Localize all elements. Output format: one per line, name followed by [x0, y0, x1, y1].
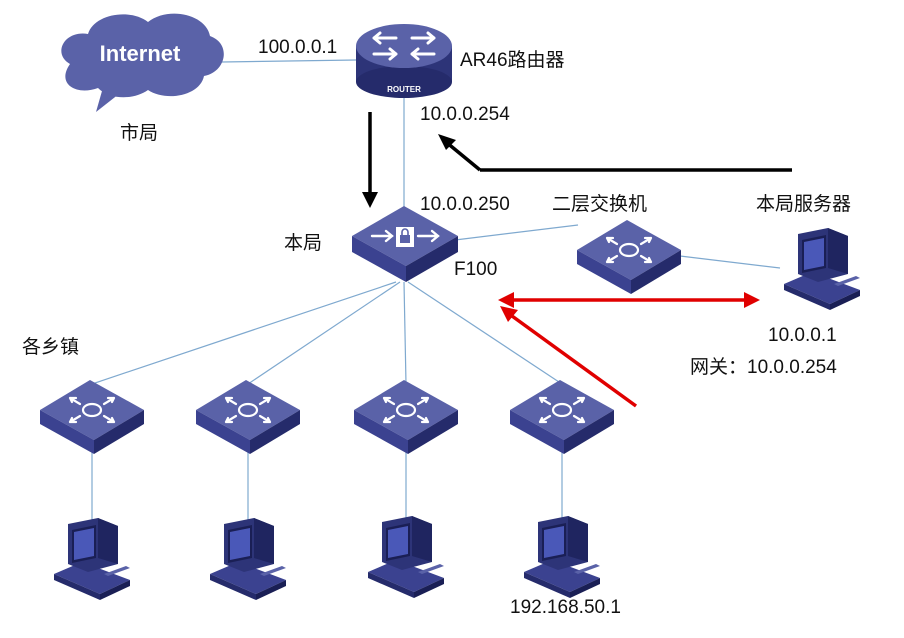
black-arrow-icon	[438, 134, 792, 172]
town-switch-icon	[508, 378, 616, 456]
router-icon: ROUTER	[356, 24, 452, 98]
red-arrow-icon	[498, 292, 760, 308]
router-name: AR46路由器	[460, 49, 565, 71]
towns-caption: 各乡镇	[22, 336, 79, 358]
router-badge: ROUTER	[387, 85, 421, 94]
firewall-ip: 10.0.0.250	[420, 194, 510, 215]
link-firewall-switch	[454, 224, 579, 241]
router-lan-ip: 10.0.0.254	[420, 104, 510, 125]
red-arrow-icon	[500, 306, 638, 408]
town-pc4-ip: 192.168.50.1	[510, 597, 621, 618]
town-switch-icon	[194, 378, 302, 456]
internet-cloud-icon: Internet	[61, 13, 224, 112]
link-firewall-town2	[247, 281, 401, 385]
link-switch-server	[679, 255, 781, 269]
town-switch-icon	[352, 378, 460, 456]
black-arrow-icon	[362, 112, 378, 208]
server-ip: 10.0.0.1	[768, 325, 837, 346]
network-links	[91, 59, 781, 520]
town-pc-icon	[368, 516, 444, 598]
firewall-name: F100	[454, 259, 497, 280]
town-pc-icon	[54, 518, 130, 600]
town-pc-icon	[210, 518, 286, 600]
l2-switch-caption: 二层交换机	[552, 193, 647, 215]
town-switch-icon	[38, 378, 146, 456]
server-caption: 本局服务器	[756, 193, 851, 215]
internet-label: Internet	[100, 41, 181, 66]
link-firewall-town1	[91, 281, 397, 385]
cloud-caption: 市局	[120, 122, 158, 144]
link-firewall-town4	[407, 281, 563, 385]
firewall-caption: 本局	[284, 232, 322, 254]
router-wan-ip: 100.0.0.1	[258, 37, 337, 58]
town-pc-icon	[524, 516, 600, 598]
link-firewall-town3	[403, 281, 407, 385]
l2-switch-icon	[575, 218, 683, 296]
link-cloud-router	[221, 59, 357, 63]
firewall-icon	[352, 206, 458, 282]
server-gateway: 网关：10.0.0.254	[690, 356, 837, 378]
server-pc-icon	[784, 228, 860, 310]
